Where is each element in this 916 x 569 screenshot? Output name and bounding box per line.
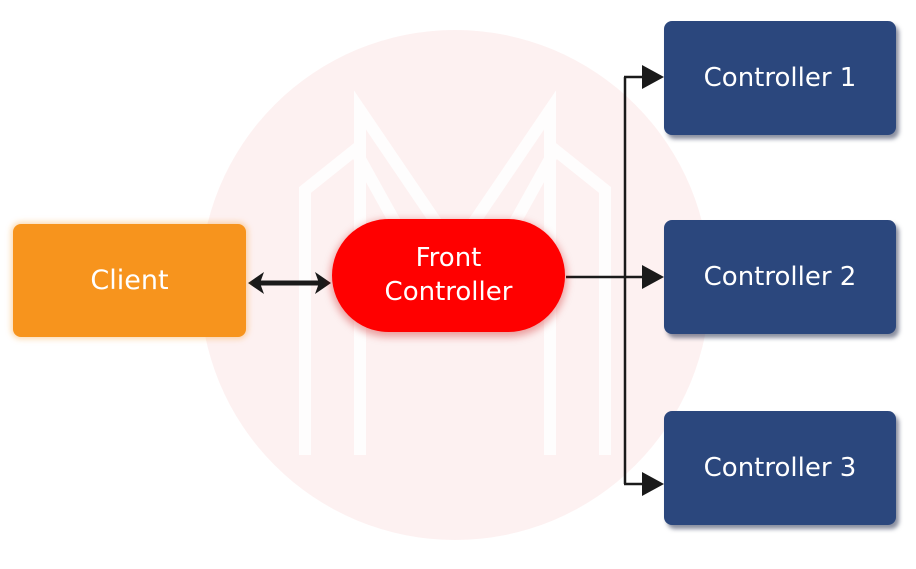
watermark-m-inner-left [354, 90, 460, 455]
client-node: Client [13, 224, 246, 337]
controller-2-label: Controller 2 [703, 262, 857, 292]
front-controller-label-line2: Controller [384, 276, 513, 307]
arrow-to-controller-3 [624, 472, 664, 496]
front-controller-label-line1: Front [415, 242, 482, 273]
watermark-m-inner-right [450, 90, 556, 455]
controller-1-node: Controller 1 [664, 21, 896, 135]
controller-1-label: Controller 1 [703, 63, 857, 93]
controller-3-label: Controller 3 [703, 453, 857, 483]
controller-2-node: Controller 2 [664, 220, 896, 334]
arrow-to-controller-1 [624, 65, 664, 89]
client-front-arrow [248, 272, 331, 294]
controller-3-node: Controller 3 [664, 411, 896, 525]
front-controller-node: Front Controller [332, 219, 565, 332]
client-label: Client [90, 265, 169, 296]
arrow-to-controller-2 [625, 265, 664, 289]
